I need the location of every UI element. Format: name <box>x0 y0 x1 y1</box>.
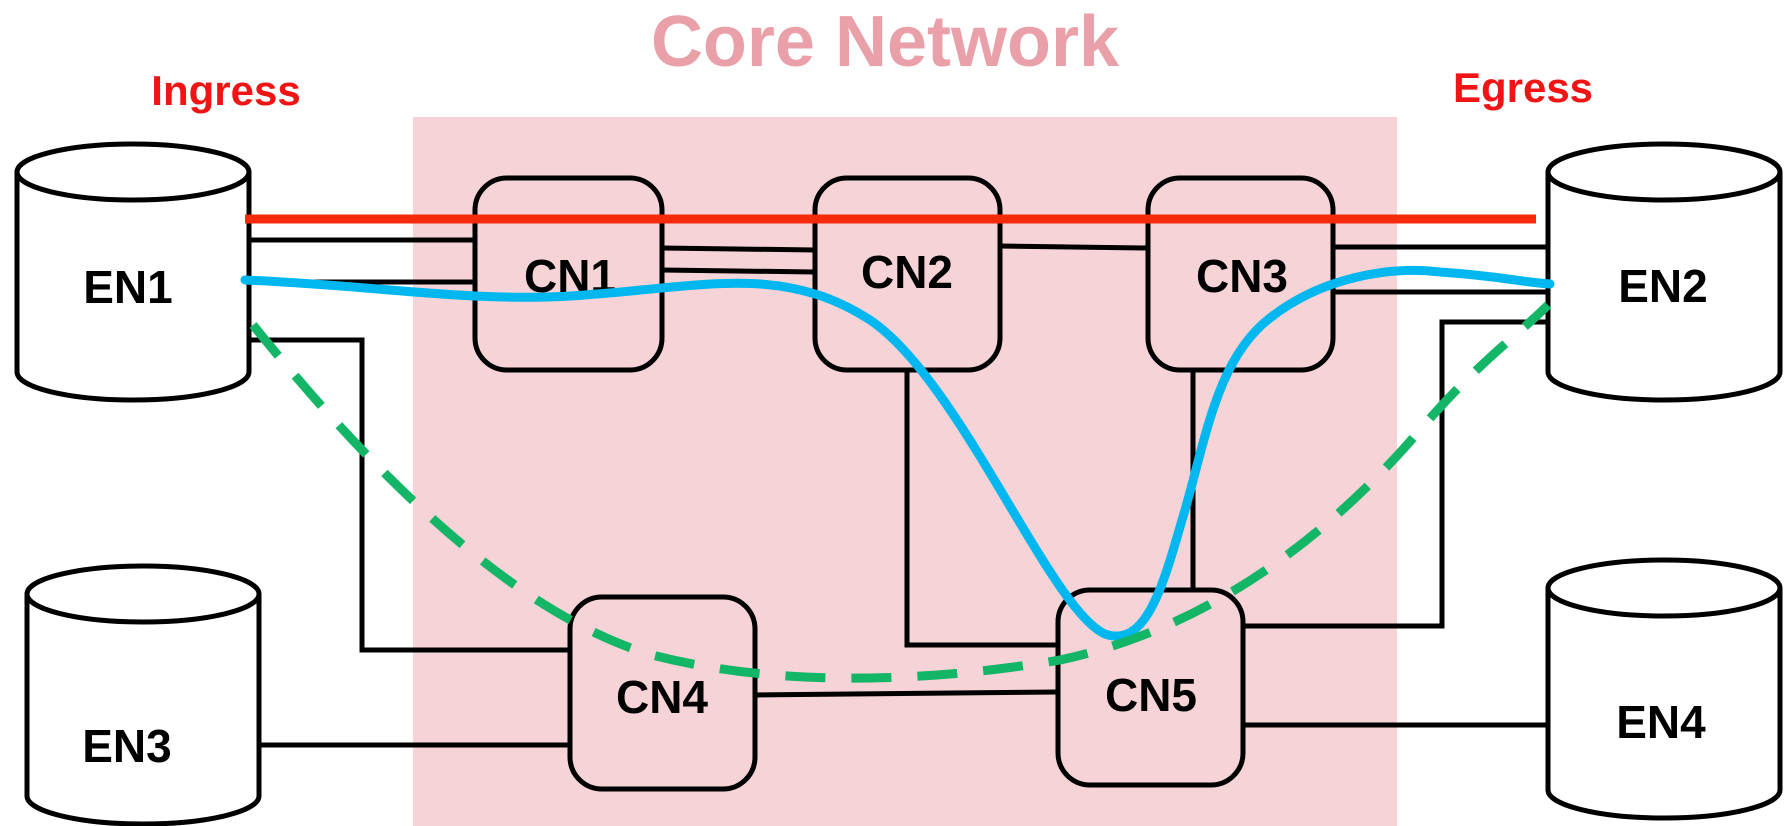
en1-label: EN1 <box>83 261 172 313</box>
core-node-cn5: CN5 <box>1055 587 1246 788</box>
cn4-label: CN4 <box>616 671 708 723</box>
en4-label: EN4 <box>1616 696 1706 748</box>
edge-node-en4: EN4 <box>1545 557 1783 821</box>
path-blue <box>240 266 1555 641</box>
link-cn2-cn5 <box>904 370 1058 648</box>
edge-node-en2: EN2 <box>1545 141 1783 403</box>
core-node-cn2: CN2 <box>812 175 1003 373</box>
en3-label: EN3 <box>82 720 171 772</box>
link-cn1-cn2-a <box>661 245 816 253</box>
core-node-cn3: CN3 <box>1145 175 1336 373</box>
link-cn2-cn3 <box>999 243 1149 251</box>
core-node-cn4: CN4 <box>567 594 758 792</box>
egress-label: Egress <box>1453 64 1593 111</box>
cn3-label: CN3 <box>1196 250 1288 302</box>
cn5-label: CN5 <box>1105 669 1197 721</box>
link-en1-cn4 <box>245 337 570 653</box>
cn2-label: CN2 <box>861 246 953 298</box>
ingress-label: Ingress <box>151 67 300 114</box>
path-green-dashed <box>249 301 1552 683</box>
core-network-title: Core Network <box>651 2 1120 82</box>
core-node-cn1: CN1 <box>472 175 665 373</box>
en2-label: EN2 <box>1618 260 1707 312</box>
link-cn5-en2 <box>1243 319 1548 629</box>
link-cn1-cn2-b <box>661 267 816 275</box>
link-cn4-cn5 <box>754 689 1059 698</box>
edge-node-en3: EN3 <box>24 563 262 826</box>
edge-node-en1: EN1 <box>14 141 252 403</box>
